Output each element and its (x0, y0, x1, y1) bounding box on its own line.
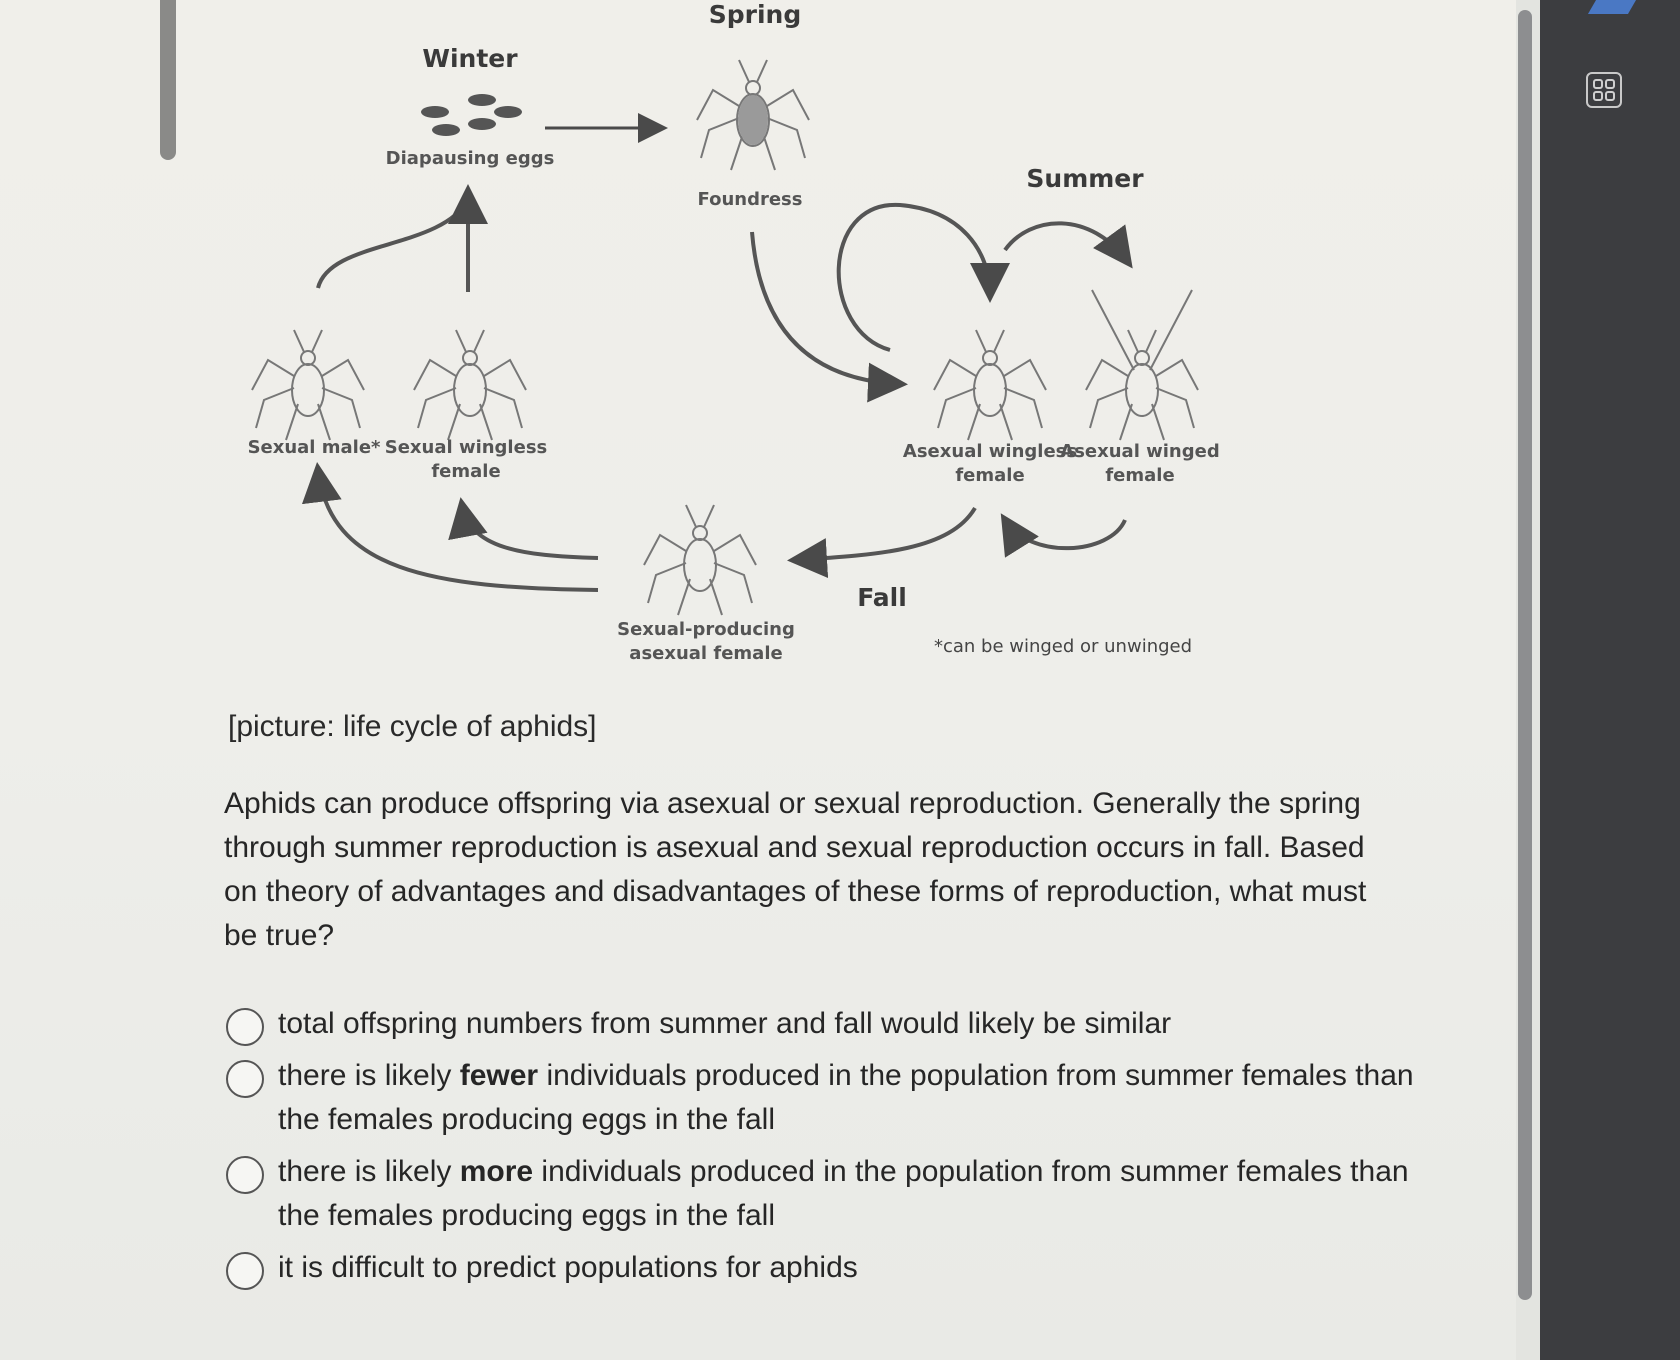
question-text: Aphids can produce offspring via asexual… (224, 787, 1367, 952)
radio-button[interactable] (226, 1060, 264, 1098)
asexual-winged-female-label: Asexual winged female (1060, 441, 1220, 486)
diagram-svg (251, 59, 1199, 616)
asexual-wingless-female-label: Asexual wingless female (902, 441, 1078, 486)
left-edge-bar (160, 0, 176, 160)
sexual-male-label: Sexual male* (247, 437, 381, 458)
sexual-producing-female-label: Sexual-producing asexual female (617, 619, 795, 664)
radio-button[interactable] (226, 1156, 264, 1194)
sexual-wingless-female-label: Sexual wingless female (384, 437, 548, 482)
sexual-producing-illustration (643, 504, 757, 616)
grid-view-button[interactable] (1586, 72, 1622, 108)
answer-option[interactable]: there is likely fewer individuals produc… (220, 1054, 1440, 1142)
option-label: total offspring numbers from summer and … (278, 1007, 1172, 1040)
radio-button[interactable] (226, 1008, 264, 1046)
scrollbar-thumb[interactable] (1518, 10, 1532, 1300)
picture-caption: [picture: life cycle of aphids] (228, 710, 597, 743)
sexual-male-illustration (251, 329, 365, 441)
eggs-illustration (421, 94, 522, 136)
summer-label: Summer (1026, 164, 1144, 193)
option-label: there is likely more individuals produce… (278, 1155, 1409, 1232)
asexual-winged-illustration (1085, 289, 1199, 441)
diapausing-eggs-label: Diapausing eggs (385, 148, 555, 169)
footnote-label: *can be winged or unwinged (933, 636, 1193, 657)
answer-option[interactable]: it is difficult to predict populations f… (220, 1246, 1440, 1290)
spring-label: Spring (708, 0, 802, 29)
right-side-panel (1540, 0, 1680, 1360)
answer-option[interactable]: there is likely more individuals produce… (220, 1150, 1440, 1238)
option-label: it is difficult to predict populations f… (278, 1251, 858, 1284)
quiz-page: Winter Spring Summer Fall Diapausing egg… (0, 0, 1540, 1360)
radio-button[interactable] (226, 1252, 264, 1290)
winter-label: Winter (422, 44, 518, 73)
foundress-label: Foundress (697, 189, 803, 210)
corner-marker (1587, 0, 1637, 14)
option-label: there is likely fewer individuals produc… (278, 1059, 1414, 1136)
grid-icon (1593, 79, 1615, 101)
answer-option[interactable]: total offspring numbers from summer and … (220, 1002, 1440, 1046)
aphid-life-cycle-diagram: Winter Spring Summer Fall Diapausing egg… (0, 0, 1480, 700)
sexual-female-illustration (413, 329, 527, 441)
answer-options: total offspring numbers from summer and … (220, 1002, 1440, 1298)
asexual-wingless-illustration (933, 329, 1047, 441)
foundress-illustration (696, 59, 810, 171)
fall-label: Fall (857, 583, 907, 612)
